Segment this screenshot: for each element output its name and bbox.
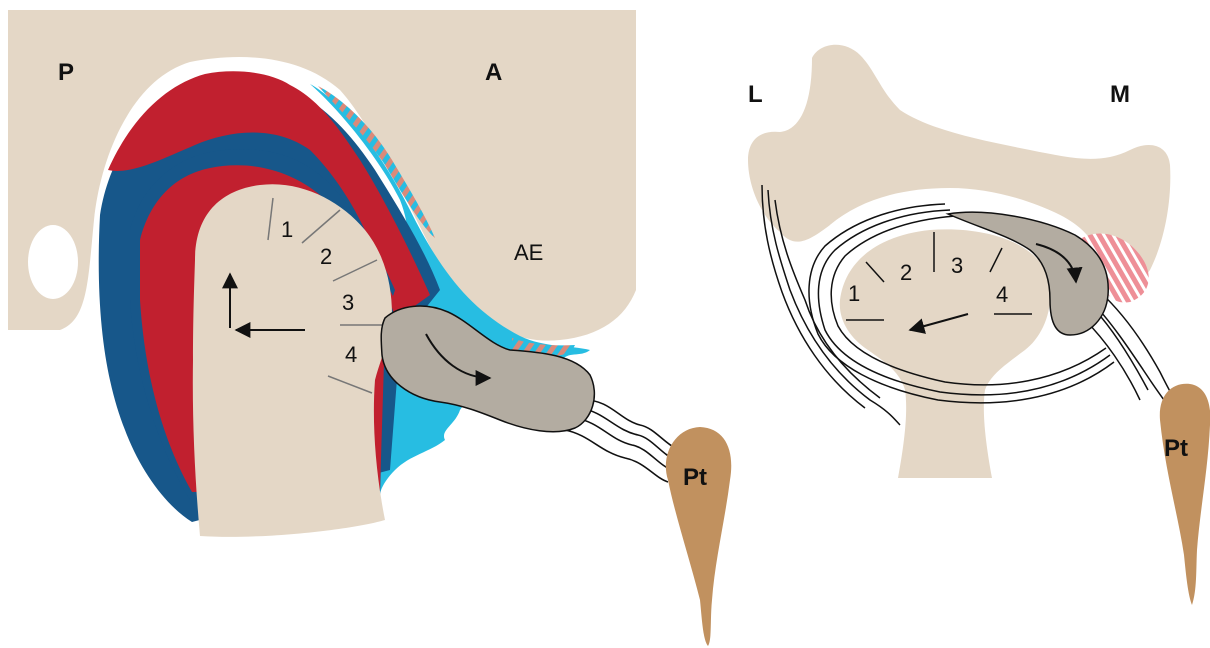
- zone-3-label-right: 3: [951, 253, 963, 278]
- right-panel: 1 2 3 4 L M Pt: [748, 45, 1210, 605]
- pterygoid-muscle-left: [666, 427, 731, 646]
- condyle-coronal: [840, 229, 1050, 478]
- zone-1-label-right: 1: [848, 281, 860, 306]
- posterior-label: P: [58, 59, 74, 86]
- anterior-label: A: [485, 59, 502, 86]
- zone-2-label: 2: [320, 244, 332, 269]
- zone-2-label-right: 2: [900, 260, 912, 285]
- left-panel: 1 2 3 4 P A AE Pt: [8, 10, 731, 646]
- zone-1-label: 1: [281, 217, 293, 242]
- pterygoid-muscle-right: [1160, 384, 1210, 605]
- pterygoid-label-right: Pt: [1164, 435, 1188, 462]
- ear-canal: [28, 225, 78, 299]
- zone-3-label: 3: [342, 290, 354, 315]
- medial-label: M: [1110, 81, 1130, 108]
- zone-4-label: 4: [345, 342, 357, 367]
- articular-eminence-label: AE: [514, 240, 543, 265]
- pterygoid-label-left: Pt: [683, 464, 707, 491]
- lateral-label: L: [748, 81, 763, 108]
- zone-4-label-right: 4: [996, 282, 1008, 307]
